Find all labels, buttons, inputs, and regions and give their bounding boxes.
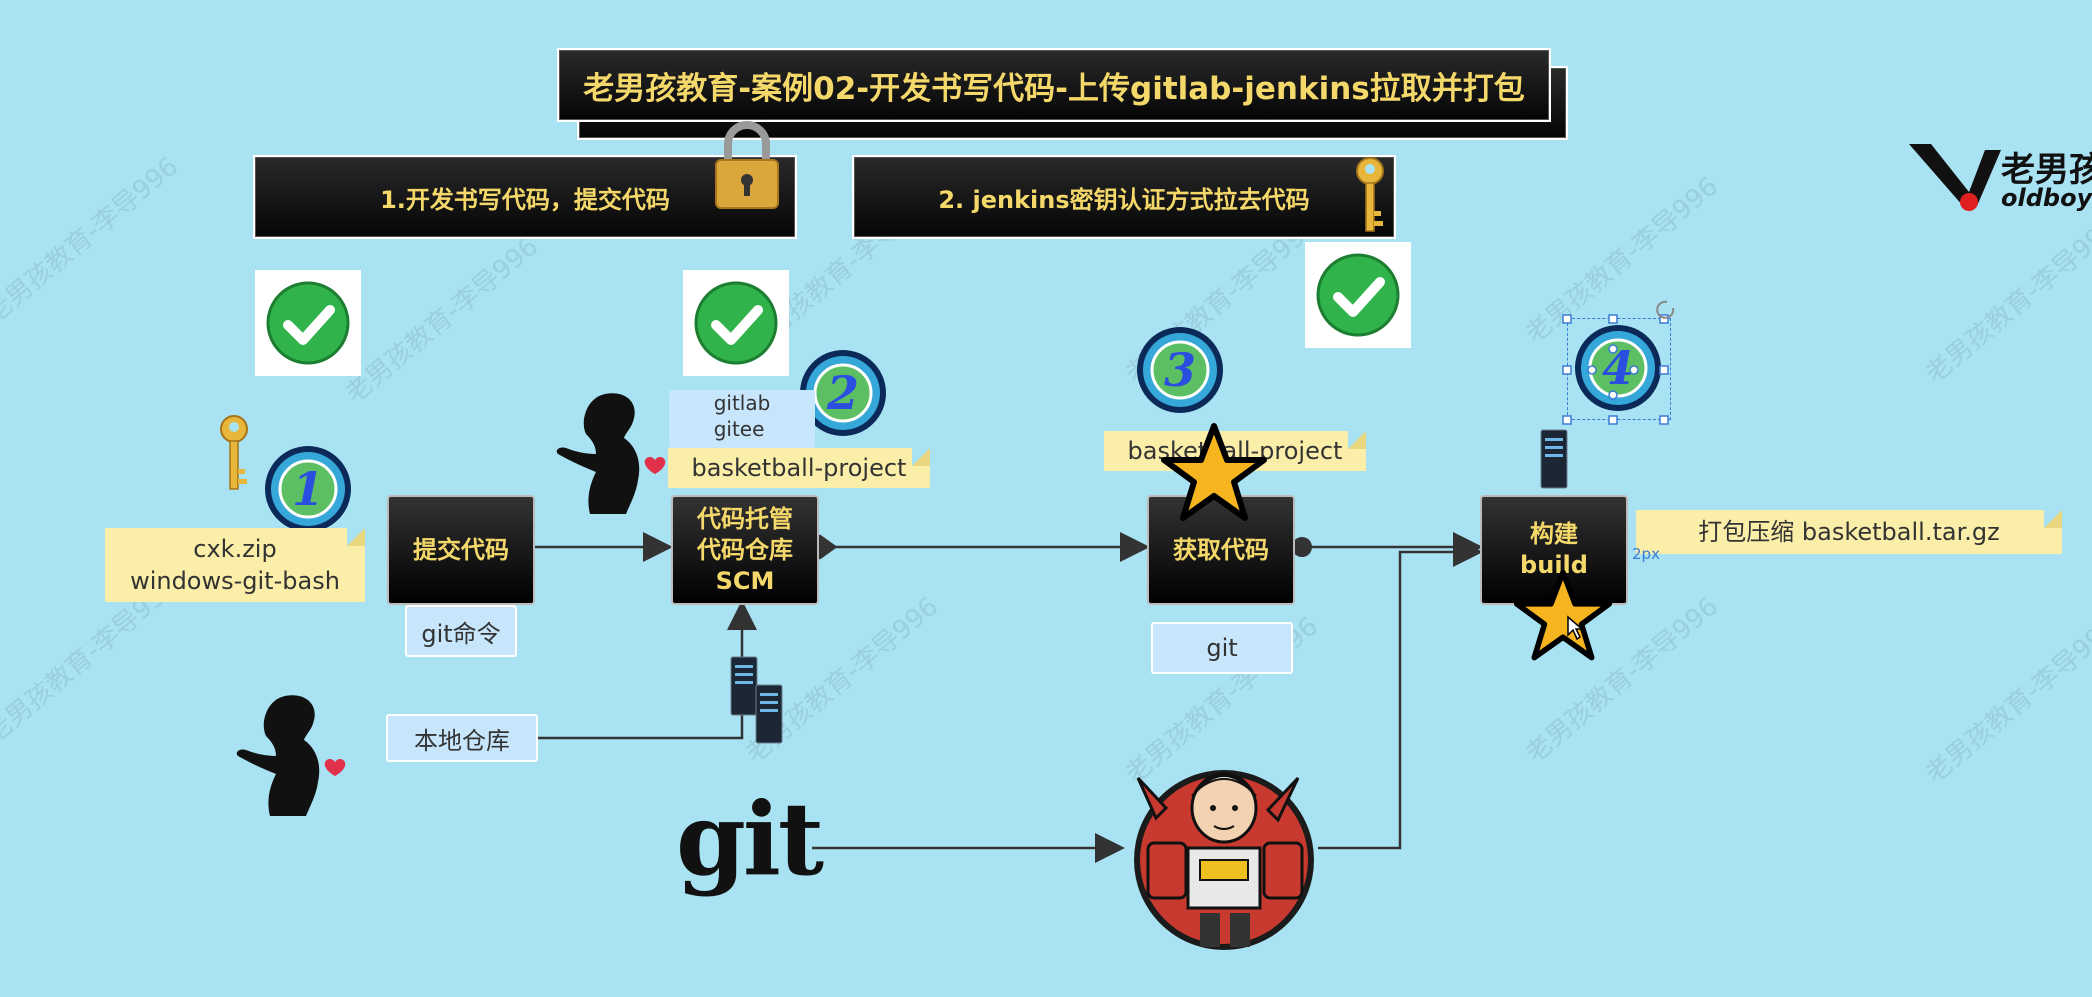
developer-silhouette-icon	[236, 695, 346, 816]
check-card-3	[1305, 242, 1411, 348]
step1-banner-text: 1.开发书写代码，提交代码	[380, 185, 670, 214]
step-badge-1: 1	[265, 446, 351, 532]
scm-node[interactable]: 代码托管 代码仓库 SCM	[671, 495, 819, 605]
check-icon	[694, 281, 778, 365]
badge-3-number: 3	[1164, 343, 1196, 397]
page-title: 老男孩教育-案例02-开发书写代码-上传gitlab-jenkins拉取并打包	[557, 48, 1551, 122]
padlock-icon	[715, 121, 779, 209]
badge-2-number: 2	[826, 366, 859, 420]
zip-note: cxk.zip windows-git-bash	[105, 528, 365, 602]
check-card-2	[683, 270, 789, 376]
star-icon	[1513, 569, 1613, 661]
step2-banner: 2. jenkins密钥认证方式拉去代码	[852, 155, 1396, 239]
step1-banner: 1.开发书写代码，提交代码	[253, 155, 797, 239]
package-note: 打包压缩 basketball.tar.gz	[1636, 510, 2062, 554]
logo-brand-text: 老男孩	[2001, 150, 2092, 190]
step2-banner-text: 2. jenkins密钥认证方式拉去代码	[938, 185, 1310, 214]
server-icon	[730, 656, 783, 744]
build-node[interactable]: 构建 build	[1480, 495, 1628, 605]
check-icon	[1316, 253, 1400, 337]
arrow-jenkins-to-build	[1318, 537, 1483, 850]
fetch-code-node[interactable]: 获取代码	[1147, 495, 1295, 605]
local-repo-label: 本地仓库	[386, 714, 538, 762]
commit-code-node[interactable]: 提交代码	[387, 495, 535, 605]
git-command-label: git命令	[405, 605, 517, 657]
jenkins-robot-icon	[1134, 770, 1314, 950]
step-badge-4: 4	[1575, 325, 1661, 411]
git-label: git	[1151, 622, 1293, 674]
px-label: 2px	[1632, 545, 1660, 563]
arrow-local-to-scm	[537, 600, 757, 740]
git-logo: git	[676, 780, 824, 898]
project-note-scm: basketball-project	[668, 448, 930, 488]
selection-handles[interactable]	[1560, 296, 1690, 426]
step-badge-3: 3	[1137, 327, 1223, 413]
key-icon	[220, 415, 248, 490]
step-badge-2: 2	[800, 350, 886, 436]
badge-1-number: 1	[292, 462, 324, 516]
brand-logo: 老男孩 oldboyedu	[1905, 140, 2092, 220]
cursor-icon	[1567, 615, 1584, 641]
server-icon	[1540, 429, 1568, 489]
page-title-text: 老男孩教育-案例02-开发书写代码-上传gitlab-jenkins拉取并打包	[583, 70, 1525, 107]
check-icon	[266, 281, 350, 365]
logo-mark-icon	[1909, 144, 2001, 211]
badge-4-number: 4	[1602, 341, 1634, 395]
check-card-1	[255, 270, 361, 376]
key-icon	[1356, 157, 1384, 232]
developer-silhouette-icon	[556, 393, 666, 514]
star-icon	[1161, 423, 1267, 521]
gitlab-label: gitlab gitee	[669, 390, 815, 448]
logo-sub-text: oldboyedu	[2001, 184, 2092, 212]
badge-4-selection[interactable]: 4	[1567, 318, 1671, 420]
